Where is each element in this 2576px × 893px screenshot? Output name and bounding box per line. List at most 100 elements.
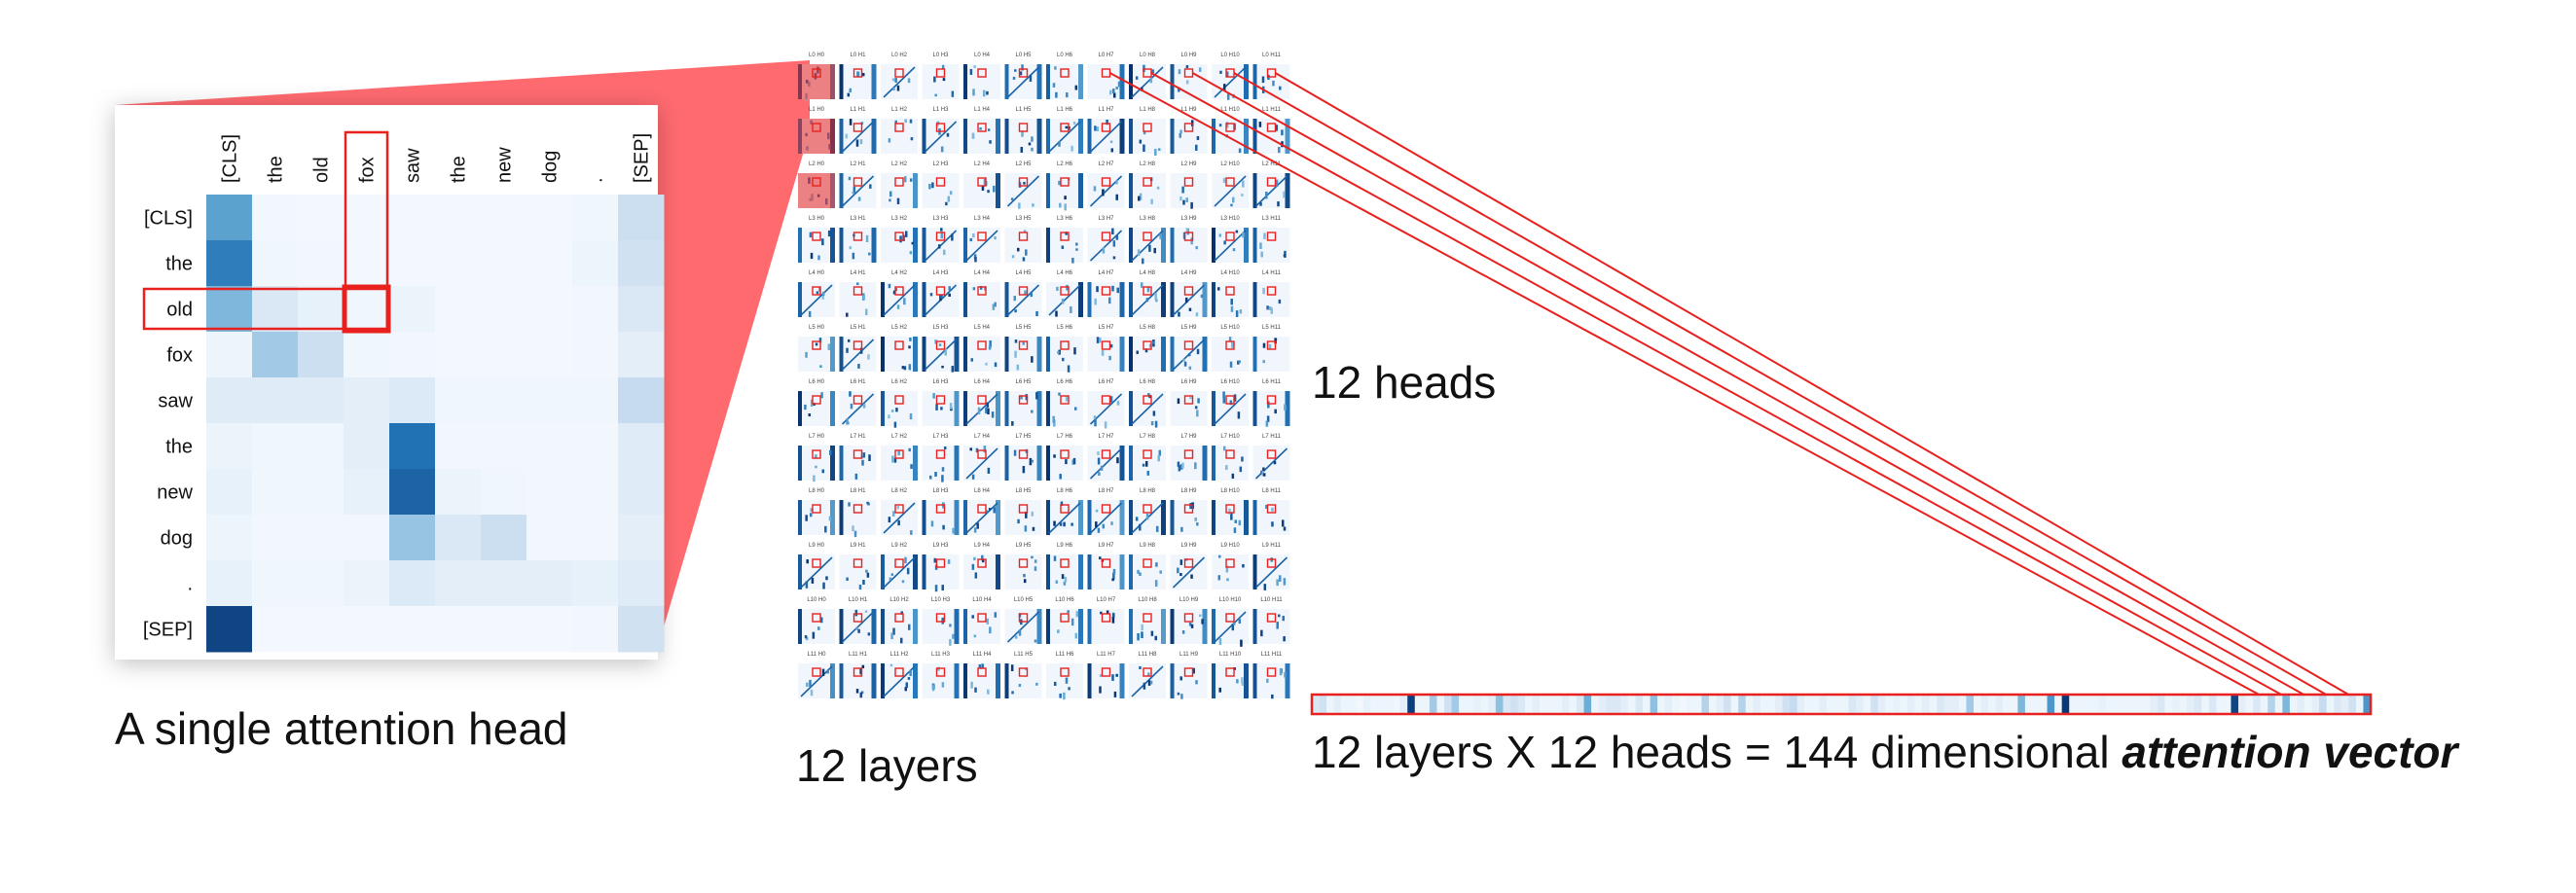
vector-cell	[1422, 695, 1431, 714]
head-plot	[881, 228, 918, 263]
head-highlight-box	[1266, 340, 1277, 350]
head-plot-diagonal	[1131, 665, 1164, 697]
head-plot-stripe	[1078, 554, 1083, 589]
head-highlight-box	[935, 286, 946, 296]
vector-cell	[1775, 695, 1783, 714]
vector-cell	[2113, 695, 2122, 714]
head-plot-stripe	[1129, 228, 1133, 263]
head-plot-stripe	[913, 554, 918, 589]
head-highlight-box	[977, 504, 987, 514]
vector-cell	[2238, 695, 2246, 714]
head-thumbnail: L4 H1	[839, 270, 877, 317]
head-thumbnail: L0 H10	[1212, 53, 1249, 100]
head-title: L5 H10	[1220, 325, 1240, 331]
head-plot-mark	[1201, 619, 1204, 625]
head-plot-stripe	[1036, 446, 1042, 481]
head-plot-mark	[1065, 396, 1069, 402]
head-highlight-box	[1183, 232, 1194, 241]
attention-cell	[618, 560, 665, 607]
head-plot-mark	[1143, 130, 1146, 135]
head-plot-diagonal	[883, 66, 916, 98]
head-plot-stripe	[1004, 391, 1009, 426]
head-plot-mark	[1018, 684, 1022, 688]
head-plot-mark	[1144, 460, 1148, 467]
vector-cell	[1399, 695, 1408, 714]
head-title: L3 H9	[1180, 216, 1197, 222]
head-plot-mark	[808, 310, 812, 317]
head-plot-mark	[1234, 519, 1238, 523]
head-plot-mark	[857, 196, 861, 201]
head-plot-mark	[853, 530, 857, 538]
vector-cell	[2172, 695, 2180, 714]
head-title: L11 H7	[1097, 652, 1116, 658]
head-plot-mark	[865, 569, 868, 573]
head-plot-mark	[994, 612, 998, 618]
head-plot-mark	[1111, 285, 1114, 292]
head-thumbnail: L10 H7	[1087, 597, 1125, 644]
head-plot-mark	[1064, 203, 1067, 211]
head-plot-diagonal	[1006, 66, 1040, 98]
head-plot-mark	[891, 78, 895, 82]
head-plot-mark	[1181, 186, 1184, 194]
head-highlight-box	[977, 68, 987, 78]
head-plot-mark	[1137, 249, 1141, 256]
attention-cell	[206, 286, 253, 333]
vector-cell	[2245, 695, 2254, 714]
head-plot-mark	[1110, 521, 1113, 525]
attention-cell	[252, 606, 299, 653]
attention-cell	[618, 515, 665, 561]
head-thumbnail: L6 H3	[922, 379, 960, 426]
head-plot-mark	[1277, 201, 1280, 207]
head-highlight-box	[1060, 558, 1070, 568]
head-plot-mark	[1261, 76, 1265, 84]
head-plot-mark	[901, 366, 905, 370]
head-plot-mark	[1053, 454, 1056, 458]
head-plot-mark	[1283, 636, 1286, 642]
attention-cell	[435, 286, 482, 333]
head-thumbnail: L9 H6	[1046, 543, 1083, 589]
vector-cell	[1980, 695, 1989, 714]
head-thumbnail: L5 H1	[839, 325, 877, 372]
connector-line	[1150, 72, 2302, 706]
head-plot-stripe	[830, 391, 835, 426]
head-plot-mark	[909, 337, 912, 341]
head-plot-mark	[889, 577, 892, 581]
head-highlight-box	[1018, 667, 1029, 677]
head-plot-mark	[1102, 523, 1106, 529]
row-label: new	[157, 482, 193, 504]
attention-cell	[435, 469, 482, 516]
head-title: L8 H1	[850, 488, 866, 494]
head-highlight-box	[1183, 123, 1194, 132]
head-plot-mark	[904, 556, 907, 564]
head-plot-stripe	[1252, 228, 1257, 263]
head-plot-mark	[1222, 397, 1225, 404]
head-plot	[1087, 554, 1125, 589]
head-plot-mark	[940, 232, 944, 239]
head-plot-mark	[1031, 459, 1034, 463]
head-plot-mark	[1197, 398, 1200, 404]
head-thumbnail: L9 H5	[1004, 543, 1042, 589]
attention-cell	[252, 560, 299, 607]
head-plot-mark	[1281, 129, 1284, 136]
attention-cell	[252, 332, 299, 378]
head-plot-stripe	[1170, 119, 1175, 154]
head-plot-mark	[1189, 396, 1192, 400]
caption-attention-vector: 12 layers X 12 heads = 144 dimensional a…	[1312, 726, 2457, 778]
vector-cell	[1841, 695, 1849, 714]
head-plot-stripe	[1036, 391, 1042, 426]
head-plot-mark	[974, 572, 978, 579]
head-plot-stripe	[996, 391, 1000, 426]
head-highlight-box	[1143, 177, 1152, 187]
vector-cell	[1738, 695, 1747, 714]
head-plot-mark	[969, 237, 973, 242]
head-plot-mark	[1099, 686, 1102, 694]
head-plot-diagonal	[1006, 284, 1040, 316]
attention-cell	[481, 515, 527, 561]
head-highlight-box	[894, 667, 904, 677]
head-plot	[1252, 663, 1290, 698]
head-title: L2 H6	[1057, 161, 1073, 167]
head-title: L9 H7	[1098, 543, 1114, 549]
vector-cell	[1451, 695, 1460, 714]
head-title: L7 H4	[974, 434, 991, 440]
head-plot-diagonal	[1214, 611, 1247, 643]
